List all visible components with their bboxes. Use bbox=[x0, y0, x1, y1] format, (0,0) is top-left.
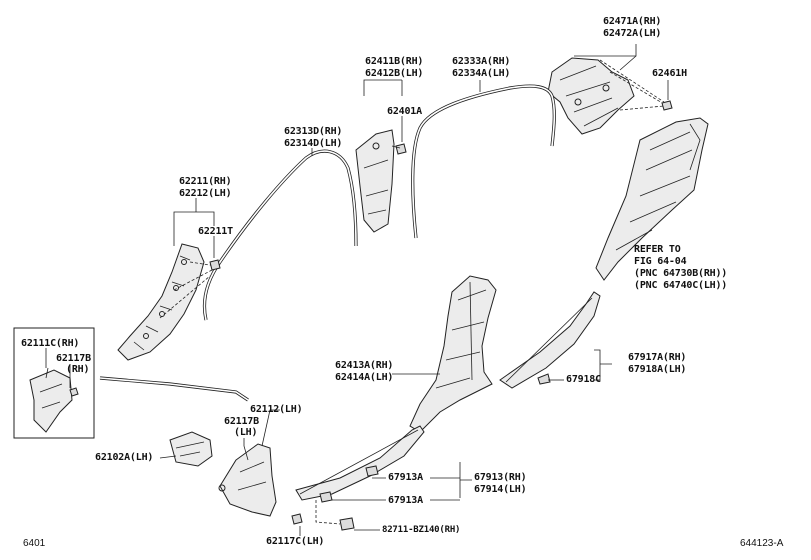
label-62471a: 62471A(RH) bbox=[603, 16, 662, 27]
label-67917a: 67917A(RH) bbox=[628, 352, 687, 363]
label-67918c: 67918C bbox=[566, 374, 601, 385]
label-62102a: 62102A(LH) bbox=[95, 452, 154, 463]
label-67913: 67913(RH) bbox=[474, 472, 527, 483]
label-62414a: 62414A(LH) bbox=[335, 372, 394, 383]
label-67914: 67914(LH) bbox=[474, 484, 527, 495]
cowl-side-trim-inset bbox=[13, 327, 95, 439]
label-62412b: 62412B(LH) bbox=[365, 68, 424, 79]
clip-62117c bbox=[291, 513, 303, 525]
label-62401a: 62401A bbox=[387, 106, 422, 117]
center-pillar-lower-trim bbox=[409, 275, 497, 433]
label-refer-pnc-lh: (PNC 64740C(LH)) bbox=[634, 280, 728, 291]
label-62314d: 62314D(LH) bbox=[284, 138, 343, 149]
label-67918a: 67918A(LH) bbox=[628, 364, 687, 375]
center-pillar-upper-trim bbox=[355, 129, 407, 233]
label-62211t: 62211T bbox=[198, 226, 233, 237]
leader-lines bbox=[45, 44, 669, 536]
label-67913a-lower: 67913A bbox=[388, 495, 423, 506]
roof-side-trim-strip bbox=[411, 84, 556, 239]
label-62461h: 62461H bbox=[652, 68, 687, 79]
label-67913a-upper: 67913A bbox=[388, 472, 423, 483]
label-82711: 82711-BZ140(RH) bbox=[382, 525, 461, 535]
label-62111c: 62111C(RH) bbox=[21, 338, 80, 349]
cowl-side-trim-lh bbox=[218, 443, 277, 517]
rear-quarter-upper-trim bbox=[547, 57, 673, 135]
label-62117b-lh: 62117B bbox=[224, 416, 259, 427]
label-62472a: 62472A(LH) bbox=[603, 28, 662, 39]
rear-door-scuff-plate bbox=[499, 291, 601, 389]
label-62112: 62112(LH) bbox=[250, 404, 303, 415]
label-62411b: 62411B(RH) bbox=[365, 56, 424, 67]
label-62117c: 62117C(LH) bbox=[266, 536, 325, 547]
label-62413a: 62413A(RH) bbox=[335, 360, 394, 371]
cowl-kick-bracket bbox=[169, 431, 213, 467]
screw-82711 bbox=[315, 500, 355, 531]
front-pillar-garnish bbox=[117, 243, 221, 361]
label-62117b-rh-side: (RH) bbox=[66, 364, 90, 375]
front-door-scuff-plate bbox=[295, 425, 425, 503]
front-door-opening-trim bbox=[99, 376, 249, 402]
footer-page-code: 6401 bbox=[23, 538, 46, 549]
label-62117b-rh: 62117B bbox=[56, 353, 91, 364]
label-62333a: 62333A(RH) bbox=[452, 56, 511, 67]
label-62313d: 62313D(RH) bbox=[284, 126, 343, 137]
label-62211: 62211(RH) bbox=[179, 176, 232, 187]
rear-side-trim-reference bbox=[595, 117, 709, 281]
footer-figure-code: 644123-A bbox=[740, 538, 784, 549]
label-62117b-lh-side: (LH) bbox=[234, 427, 258, 438]
label-refer-fig: FIG 64-04 bbox=[634, 256, 687, 267]
label-62212: 62212(LH) bbox=[179, 188, 232, 199]
front-pillar-garnish-strip bbox=[202, 149, 358, 321]
label-refer-pnc-rh: (PNC 64730B(RH)) bbox=[634, 268, 728, 279]
label-62334a: 62334A(LH) bbox=[452, 68, 511, 79]
label-refer-to: REFER TO bbox=[634, 244, 681, 255]
